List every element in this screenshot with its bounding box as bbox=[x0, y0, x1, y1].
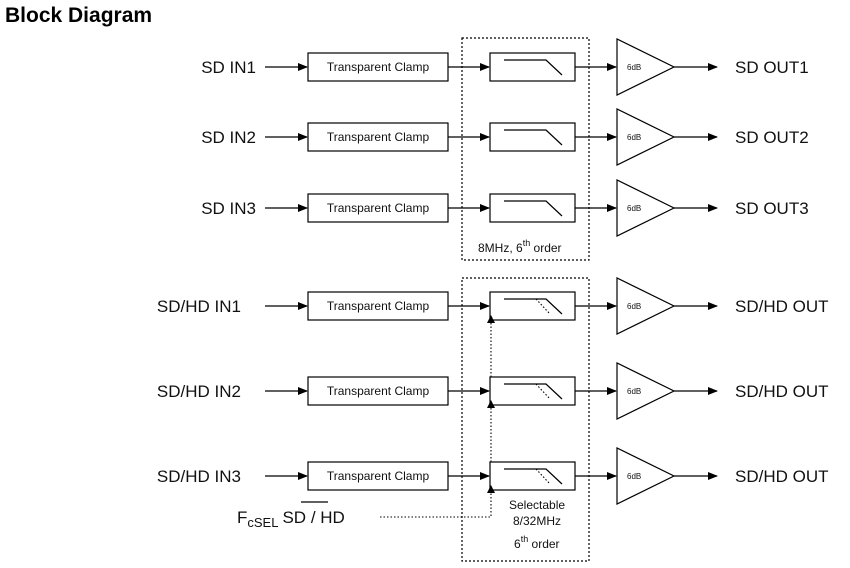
input-label: SD/HD IN1 bbox=[157, 297, 241, 316]
output-label: SD/HD OUT bbox=[735, 297, 829, 316]
channel-row-sd-1: SD IN1 Transparent Clamp 6dB SD OUT1 bbox=[201, 38, 809, 96]
lowpass-response-icon bbox=[504, 383, 563, 400]
output-label: SD OUT2 bbox=[735, 128, 809, 147]
output-label: SD OUT3 bbox=[735, 199, 809, 218]
input-label: SD/HD IN3 bbox=[157, 467, 241, 486]
input-label: SD IN3 bbox=[201, 199, 256, 218]
hd-filter-group-line2: 8/32MHz bbox=[513, 514, 561, 528]
gain-label: 6dB bbox=[627, 472, 641, 481]
clamp-label: Transparent Clamp bbox=[327, 201, 430, 215]
lowpass-filter-block bbox=[489, 52, 576, 82]
select-control-line bbox=[380, 492, 492, 518]
channel-row-hd-2: SD/HD IN2 Transparent Clamp 6dB SD/HD OU… bbox=[157, 362, 829, 420]
lowpass-response-icon bbox=[504, 59, 563, 76]
sd-filter-group-boundary bbox=[461, 37, 590, 261]
clamp-label: Transparent Clamp bbox=[327, 130, 430, 144]
filter-select-control bbox=[380, 315, 495, 518]
channel-row-hd-1: SD/HD IN1 Transparent Clamp 6dB SD/HD OU… bbox=[157, 277, 829, 335]
clamp-block bbox=[307, 461, 449, 491]
input-label: SD IN1 bbox=[201, 58, 256, 77]
gain-label: 6dB bbox=[627, 63, 641, 72]
selectable-filter-block bbox=[489, 376, 576, 406]
hd-filter-group-line3: 6th order bbox=[514, 534, 560, 551]
gain-label: 6dB bbox=[627, 133, 641, 142]
gain-label: 6dB bbox=[627, 302, 641, 311]
clamp-label: Transparent Clamp bbox=[327, 469, 430, 483]
hd-filter-group-line1: Selectable bbox=[509, 498, 565, 512]
clamp-block bbox=[307, 122, 449, 152]
select-arrowhead-3 bbox=[487, 485, 495, 493]
selectable-filter-block bbox=[489, 291, 576, 321]
input-label: SD IN2 bbox=[201, 128, 256, 147]
select-arrowhead-2 bbox=[487, 400, 495, 408]
amplifier-triangle bbox=[616, 362, 676, 420]
amplifier-triangle bbox=[616, 108, 676, 166]
amplifier-triangle bbox=[616, 277, 676, 335]
select-arrowhead-1 bbox=[487, 315, 495, 323]
output-label: SD/HD OUT bbox=[735, 382, 829, 401]
clamp-label: Transparent Clamp bbox=[327, 60, 430, 74]
diagram-title: Block Diagram bbox=[5, 4, 152, 27]
channel-row-hd-3: SD/HD IN3 Transparent Clamp 6dB SD/HD OU… bbox=[157, 447, 829, 505]
gain-label: 6dB bbox=[627, 204, 641, 213]
amplifier-triangle bbox=[616, 179, 676, 237]
hd-filter-group-boundary bbox=[461, 277, 590, 562]
channel-row-sd-3: SD IN3 Transparent Clamp 6dB SD OUT3 bbox=[201, 179, 809, 237]
clamp-label: Transparent Clamp bbox=[327, 299, 430, 313]
selectable-filter-block bbox=[489, 461, 576, 491]
sd-filter-group-label: 8MHz, 6th order bbox=[478, 238, 562, 255]
output-label: SD OUT1 bbox=[735, 58, 809, 77]
clamp-label: Transparent Clamp bbox=[327, 384, 430, 398]
clamp-block bbox=[307, 291, 449, 321]
lowpass-filter-block bbox=[489, 193, 576, 223]
lowpass-response-icon bbox=[504, 298, 563, 315]
output-label: SD/HD OUT bbox=[735, 467, 829, 486]
clamp-block bbox=[307, 376, 449, 406]
lowpass-filter-block bbox=[489, 122, 576, 152]
lowpass-response-icon bbox=[504, 129, 563, 146]
lowpass-response-icon bbox=[504, 200, 563, 217]
input-label: SD/HD IN2 bbox=[157, 382, 241, 401]
lowpass-response-icon bbox=[504, 468, 563, 485]
channel-row-sd-2: SD IN2 Transparent Clamp 6dB SD OUT2 bbox=[201, 108, 809, 166]
gain-label: 6dB bbox=[627, 387, 641, 396]
amplifier-triangle bbox=[616, 38, 676, 96]
amplifier-triangle bbox=[616, 447, 676, 505]
clamp-block bbox=[307, 52, 449, 82]
